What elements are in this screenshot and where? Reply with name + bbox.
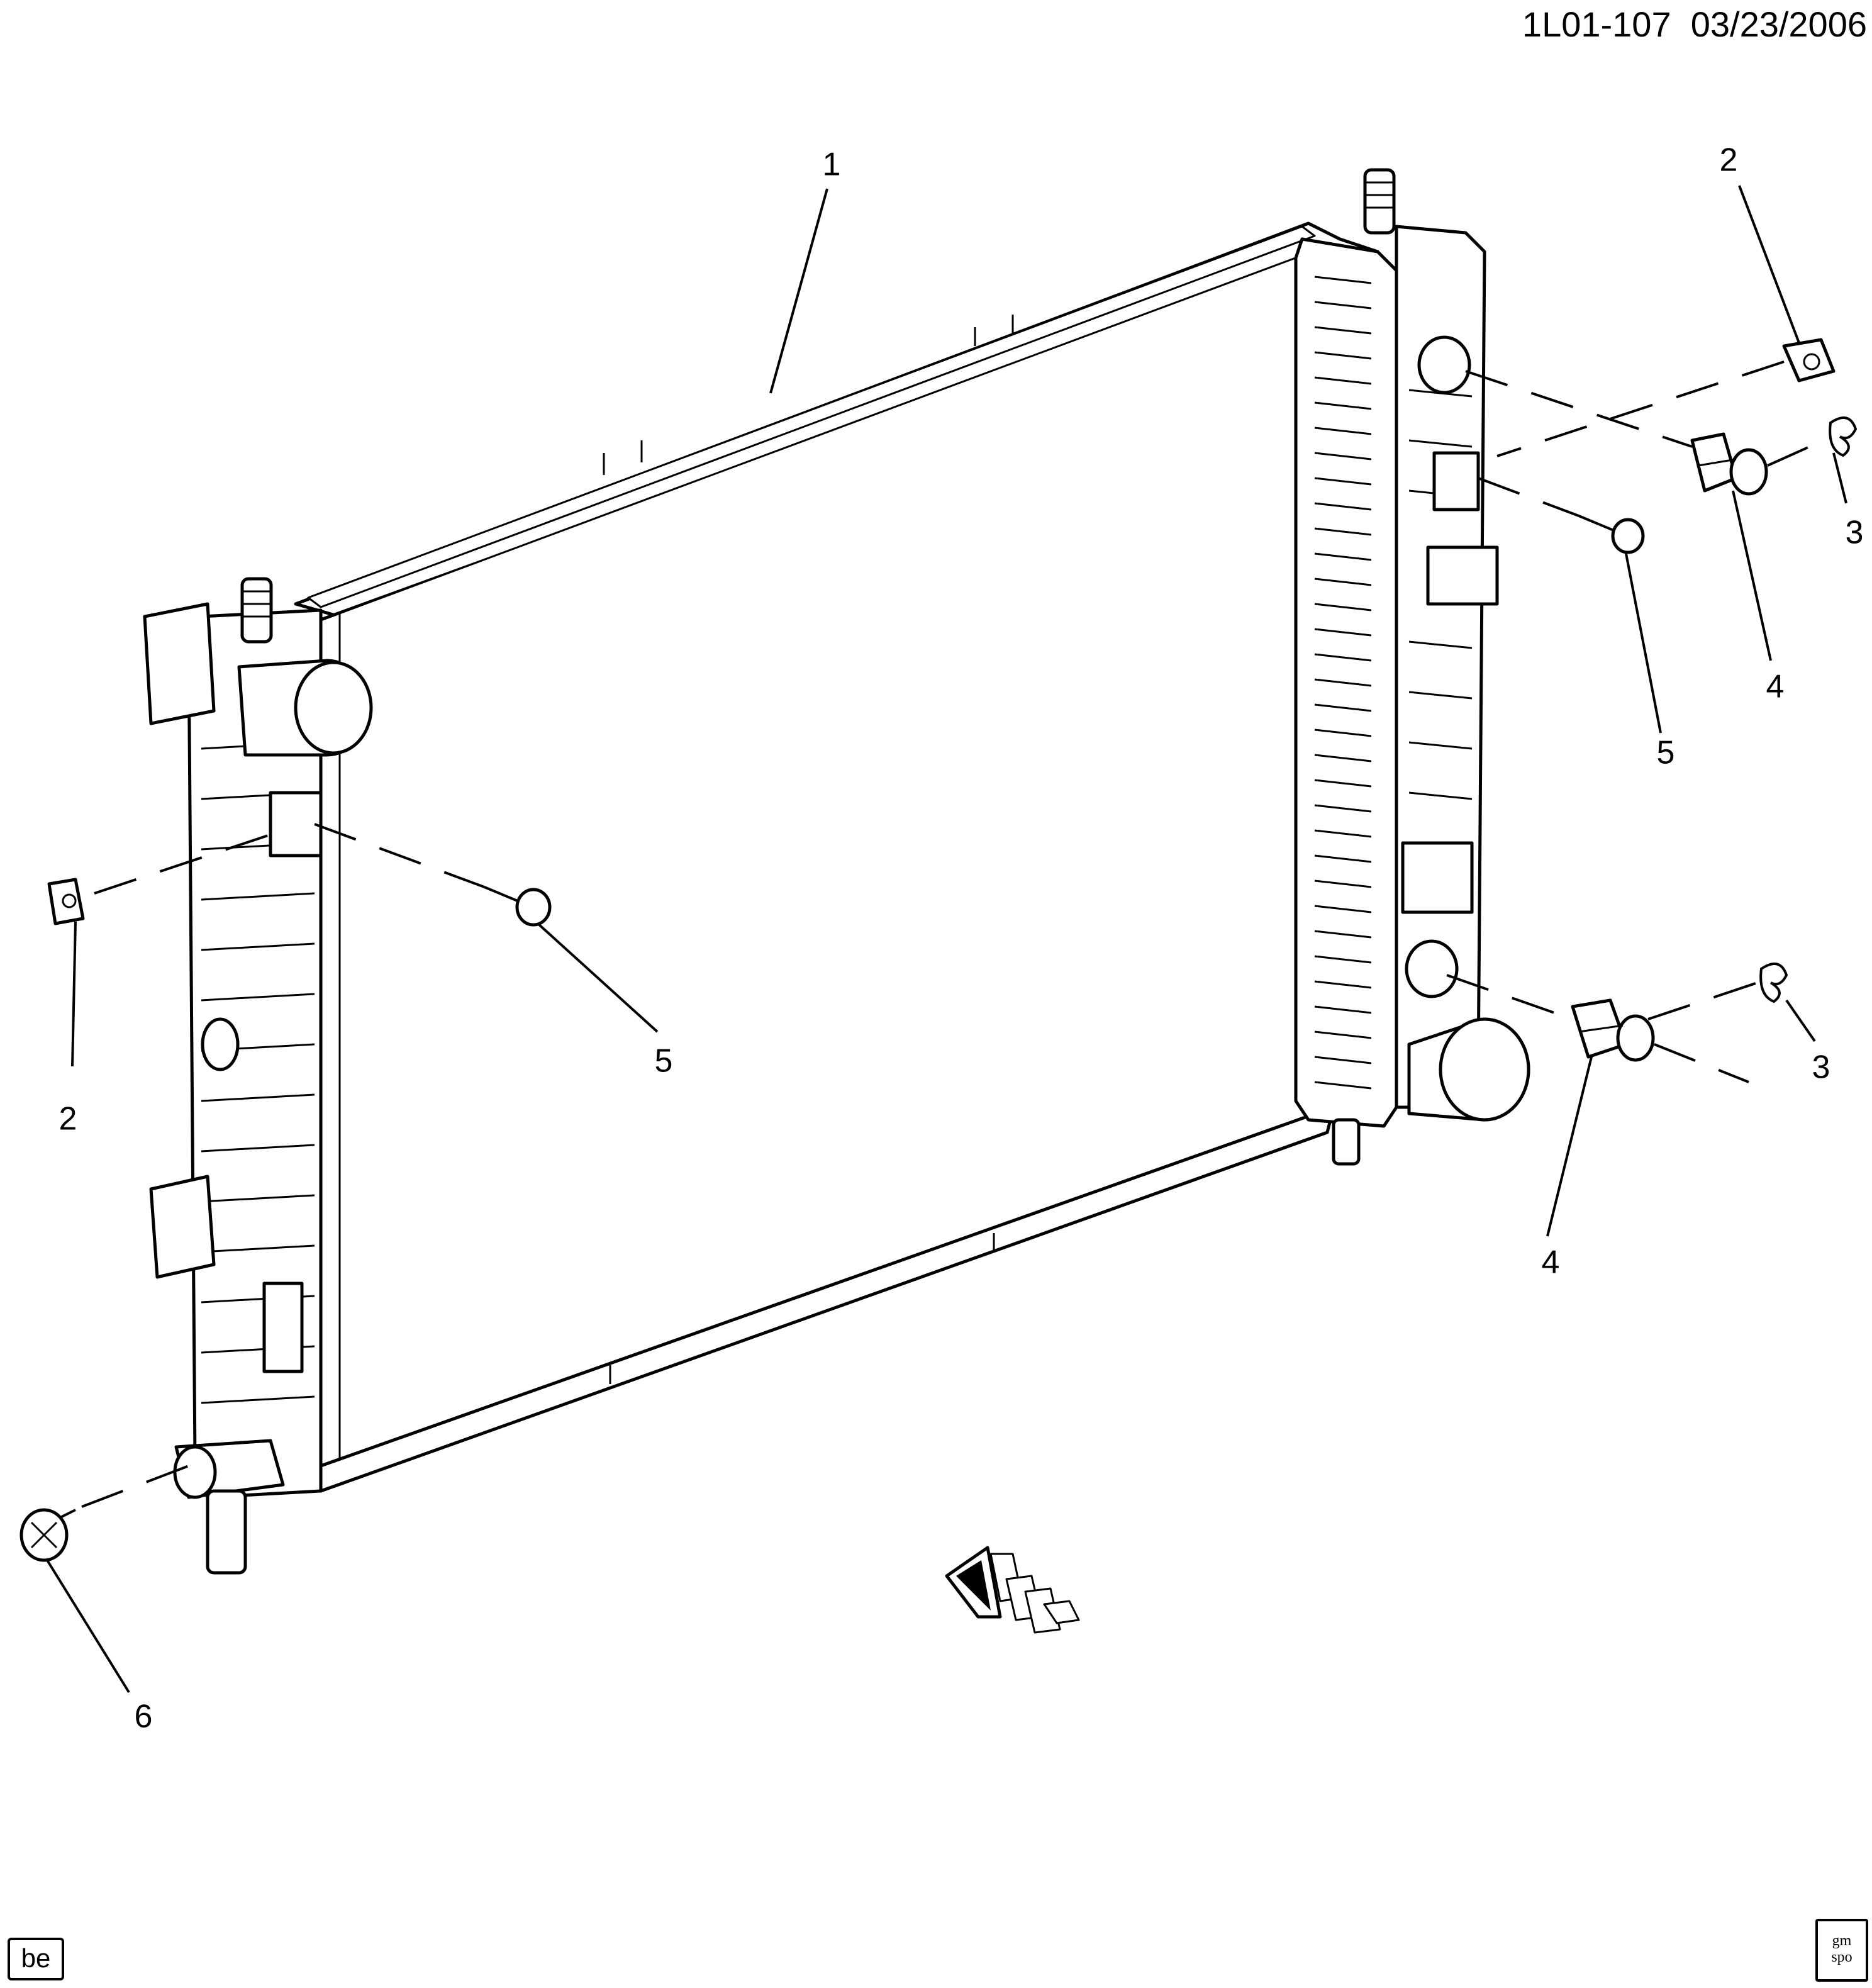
radiator-fins xyxy=(1314,276,1372,1090)
part-2-nut-right xyxy=(1782,338,1836,383)
part-6-drain-plug xyxy=(20,1508,76,1562)
part-4-fitting-bottom xyxy=(1571,998,1655,1062)
logo-text-bottom: spo xyxy=(1831,1949,1852,1965)
callout-5-right: 5 xyxy=(1657,735,1675,771)
part-2-nut-left xyxy=(47,878,85,925)
callout-1: 1 xyxy=(823,147,841,183)
part-5-bolt-right xyxy=(1578,515,1645,554)
callout-5-center: 5 xyxy=(655,1043,673,1080)
callout-3-right-top: 3 xyxy=(1846,515,1864,551)
diagram-code: 1L01-107 xyxy=(1522,4,1671,44)
gm-spo-logo-icon: gm spo xyxy=(1815,1919,1868,1982)
callout-6: 6 xyxy=(135,1699,153,1735)
explode-lines xyxy=(81,360,1831,1508)
radiator-assembly xyxy=(143,168,1530,1575)
callout-4-right-top: 4 xyxy=(1766,669,1785,705)
leader-lines xyxy=(46,185,1847,1694)
part-3-clip-bottom xyxy=(1759,963,1788,1003)
part-3-clip-top xyxy=(1829,416,1858,457)
callout-3-right-bottom: 3 xyxy=(1812,1049,1830,1086)
front-arrow-icon xyxy=(945,1546,1080,1634)
diagram-header: 1L01-107 03/23/2006 xyxy=(1522,4,1867,45)
logo-text-top: gm xyxy=(1832,1933,1852,1949)
part-4-fitting-top xyxy=(1690,432,1768,496)
callout-2-left: 2 xyxy=(59,1101,77,1137)
diagram-date: 03/23/2006 xyxy=(1690,4,1867,44)
part-5-bolt-center xyxy=(484,886,552,927)
diagram-badge: be xyxy=(8,1938,64,1980)
callout-4-right-bottom: 4 xyxy=(1542,1244,1560,1281)
callout-2-right: 2 xyxy=(1720,142,1738,179)
